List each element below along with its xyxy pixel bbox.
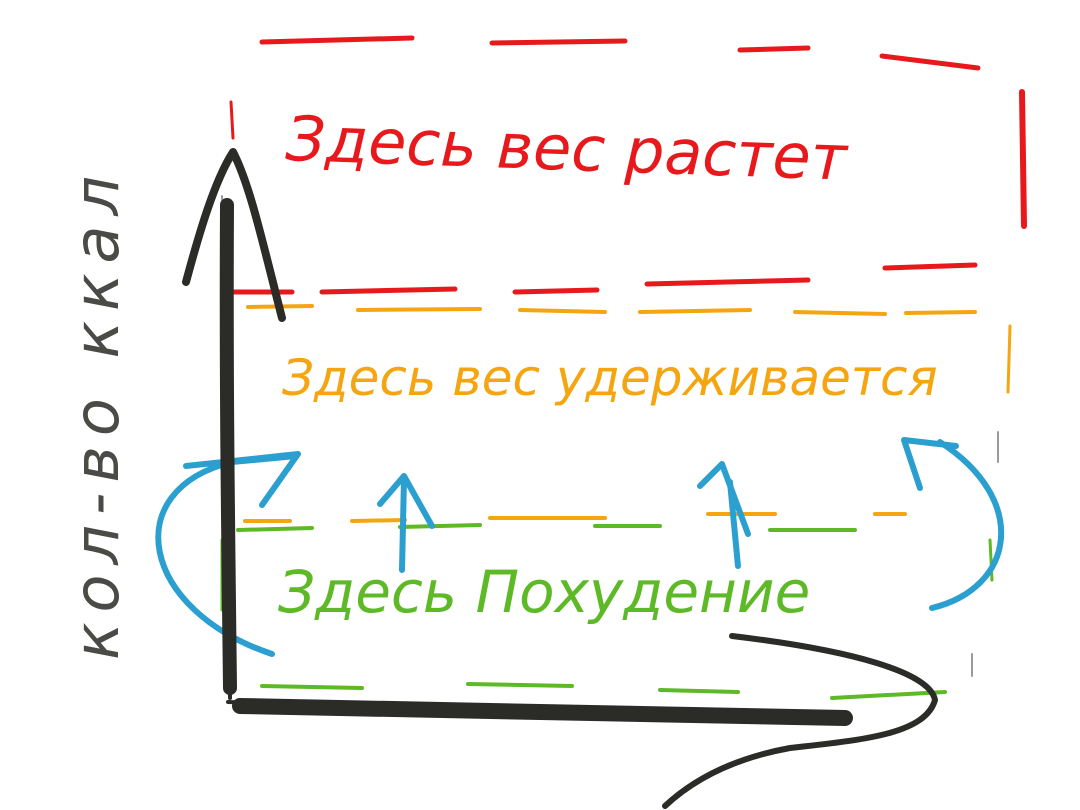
zone-gain-border-bottom <box>221 262 978 295</box>
zone-loss-border-bottom <box>260 682 947 700</box>
zone-maintain-border-right <box>1006 324 1012 394</box>
zone-gain-border-right <box>1019 89 1027 229</box>
zone-gain-border-left <box>229 100 235 140</box>
zone-gain: Здесь вес растет <box>221 35 1027 295</box>
zone-gain-label: Здесь вес растет <box>284 102 849 195</box>
zone-loss-border-top <box>236 523 857 532</box>
zone-maintain-label: Здесь вес удерживается <box>282 349 938 407</box>
zone-maintain-border-top <box>246 304 977 316</box>
zone-maintain: Здесь вес удерживается <box>220 304 1012 523</box>
x-axis <box>232 698 853 726</box>
y-axis <box>219 198 237 695</box>
up-arrow-2-head-icon <box>697 461 751 537</box>
zone-maintain-border-bottom <box>243 512 907 523</box>
right-cycle-arrowhead-icon <box>901 437 959 491</box>
y-axis-label: кол-во ккал <box>60 166 133 660</box>
zone-gain-border-top <box>259 35 981 71</box>
x-axis-left-join <box>226 700 292 706</box>
curve-line <box>662 633 938 809</box>
up-arrow-1 <box>399 475 407 573</box>
zone-loss: Здесь Похудение <box>220 523 994 700</box>
right-cycle-arrow <box>929 439 1005 611</box>
left-cycle-arrowhead-icon <box>183 451 301 508</box>
axes <box>182 148 938 809</box>
zone-loss-label: Здесь Похудение <box>278 558 810 626</box>
y-axis-arrowhead-icon <box>182 148 286 322</box>
up-arrow-1-head-icon <box>377 473 435 529</box>
